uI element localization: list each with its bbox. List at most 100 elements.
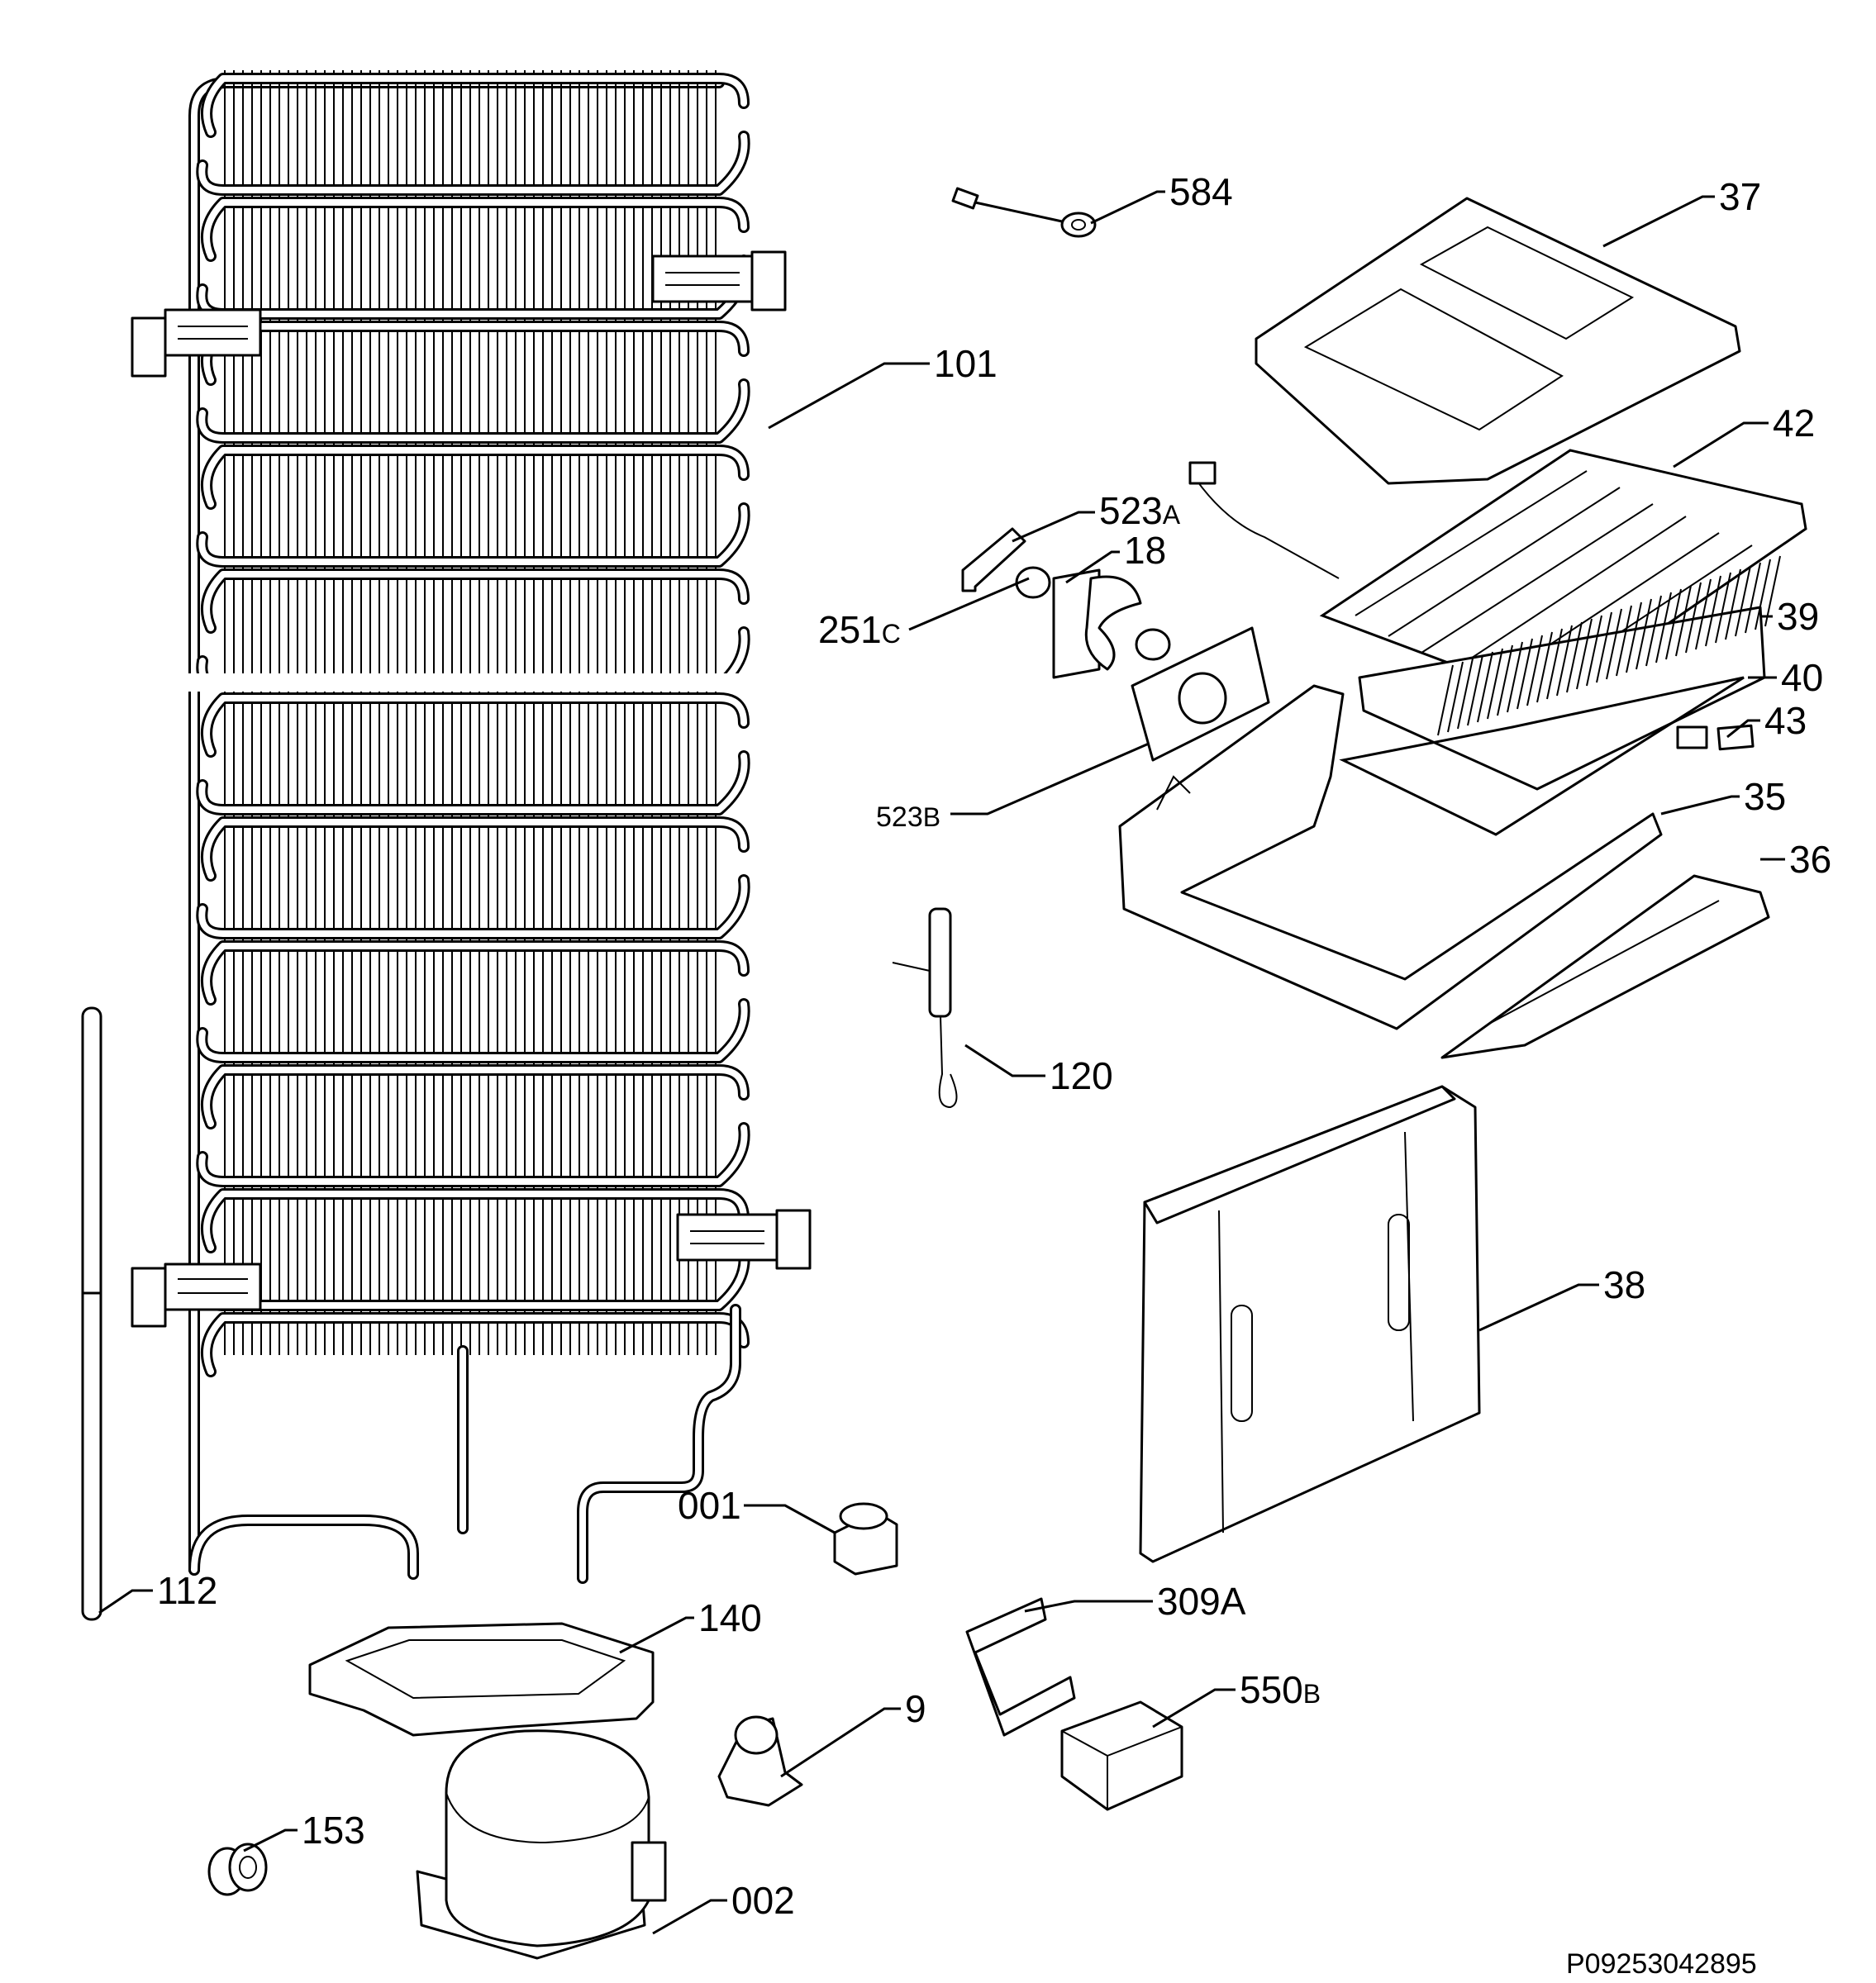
cover-part [1255,197,1741,485]
condenser-coil [201,1312,750,1377]
evaporator-fin [1665,588,1682,660]
evaporator-fin [1606,608,1622,680]
overload-clip-part [717,1715,803,1807]
evaporator-fins-part [1358,555,1781,791]
drip-tray-part [1440,874,1770,1059]
sensor-part [951,187,1097,238]
condenser-coil [196,131,750,196]
condenser-coil-inner [203,819,747,879]
reference-code: P09253042895 [1566,1948,1757,1980]
callout-9: 9 [905,1687,926,1730]
condenser-wires [224,70,717,1355]
callout-251c: 251C [818,608,901,651]
condenser-coil-inner [203,323,747,383]
condenser-coil [201,1064,750,1129]
capacitor-bracket-part [965,1597,1076,1737]
condenser-coil [201,692,750,758]
condenser-coil-inner [198,1001,748,1061]
callout-001: 001 [678,1484,741,1527]
condenser-coil-inner [203,1191,747,1251]
evaporator-fin [1536,631,1553,703]
condenser-coil [196,502,750,568]
condenser-coil-inner [203,695,747,755]
evaporator-fin [1685,582,1702,654]
condenser-bracket-bottom-left [131,1263,262,1328]
condenser-coil-inner [198,1125,748,1185]
evaporator-housing-part [1118,684,1663,1030]
grommet-part [207,1843,268,1896]
callout-18: 18 [1124,529,1166,572]
evaporator-fin [1477,651,1493,723]
condenser-coil [201,940,750,1006]
condenser-part [131,70,812,1584]
condenser-coil [196,1122,750,1187]
callout-101: 101 [934,342,998,385]
condenser-coil-inner [198,753,748,813]
condenser-coil [196,378,750,444]
evaporator-fin [1576,618,1593,690]
condenser-coil [201,321,750,386]
condenser-coil-inner [203,943,747,1003]
evaporator-fin [1596,611,1612,683]
evaporator-fin [1507,641,1523,713]
evaporator-fin [1566,621,1583,693]
condenser-coil-inner [198,1248,748,1309]
condenser-coil-inner [203,447,747,507]
evaporator-fin [1705,575,1721,647]
condenser-coil-inner [203,571,747,631]
callout-43: 43 [1764,699,1807,742]
callout-42: 42 [1773,402,1815,445]
callout-584: 584 [1169,170,1233,213]
condenser-coil [201,816,750,882]
evaporator-fin [1467,654,1483,726]
condenser-coil [196,1246,750,1311]
evaporator-fin [1636,598,1652,670]
condenser-coil-inner [198,381,748,441]
condenser-coil-inner [203,1315,747,1375]
condenser-coil-inner [198,505,748,565]
evaporator-fin [1437,664,1454,736]
condenser-bracket-bottom-right [676,1209,812,1270]
callout-36: 36 [1789,838,1831,881]
evaporator-fin [1725,568,1741,640]
evaporator-fin [1715,572,1731,644]
evaporator-fin [1695,578,1712,650]
callout-523a: 523A [1099,489,1181,532]
condenser-bracket-top-left [131,308,262,378]
condenser-coil [201,197,750,262]
callout-120: 120 [1050,1054,1113,1097]
callout-153: 153 [302,1809,365,1852]
fan-cover-part [1131,626,1270,762]
clip-part [1676,724,1755,751]
condenser-coil-inner [203,75,747,136]
evaporator-fin [1457,658,1474,730]
condenser-coil [201,1188,750,1253]
evaporator-fin [1675,585,1692,657]
evaporator-fin [1764,555,1781,627]
evaporator-fin [1546,628,1563,700]
condenser-coil [196,750,750,816]
condenser-coil [201,445,750,510]
condenser-coil [201,568,750,634]
callout-002: 002 [731,1879,795,1922]
callout-140: 140 [698,1596,762,1639]
thermostat-part [892,907,958,1109]
relay-part [833,1502,898,1576]
condenser-coil-inner [198,877,748,937]
fan-bracket-part [961,527,1026,592]
evaporator-fin [1735,565,1751,637]
condenser-coil-inner [203,199,747,259]
evaporator-fin [1616,605,1632,677]
condenser-coil-inner [203,1067,747,1127]
callout-550b: 550B [1240,1668,1321,1711]
callout-labels: 584 37 101 42 523A 18 251C 39 40 43 523B… [157,170,1831,1980]
compressor-part [416,1729,667,1960]
leader-lines [98,190,1785,1935]
callout-39: 39 [1777,595,1819,638]
compressor-base-part [308,1622,655,1737]
condenser-coil [196,874,750,939]
condenser-coil-inner [198,133,748,193]
callout-40: 40 [1781,656,1823,699]
callout-38: 38 [1603,1263,1645,1306]
evaporator-fin [1645,595,1662,667]
